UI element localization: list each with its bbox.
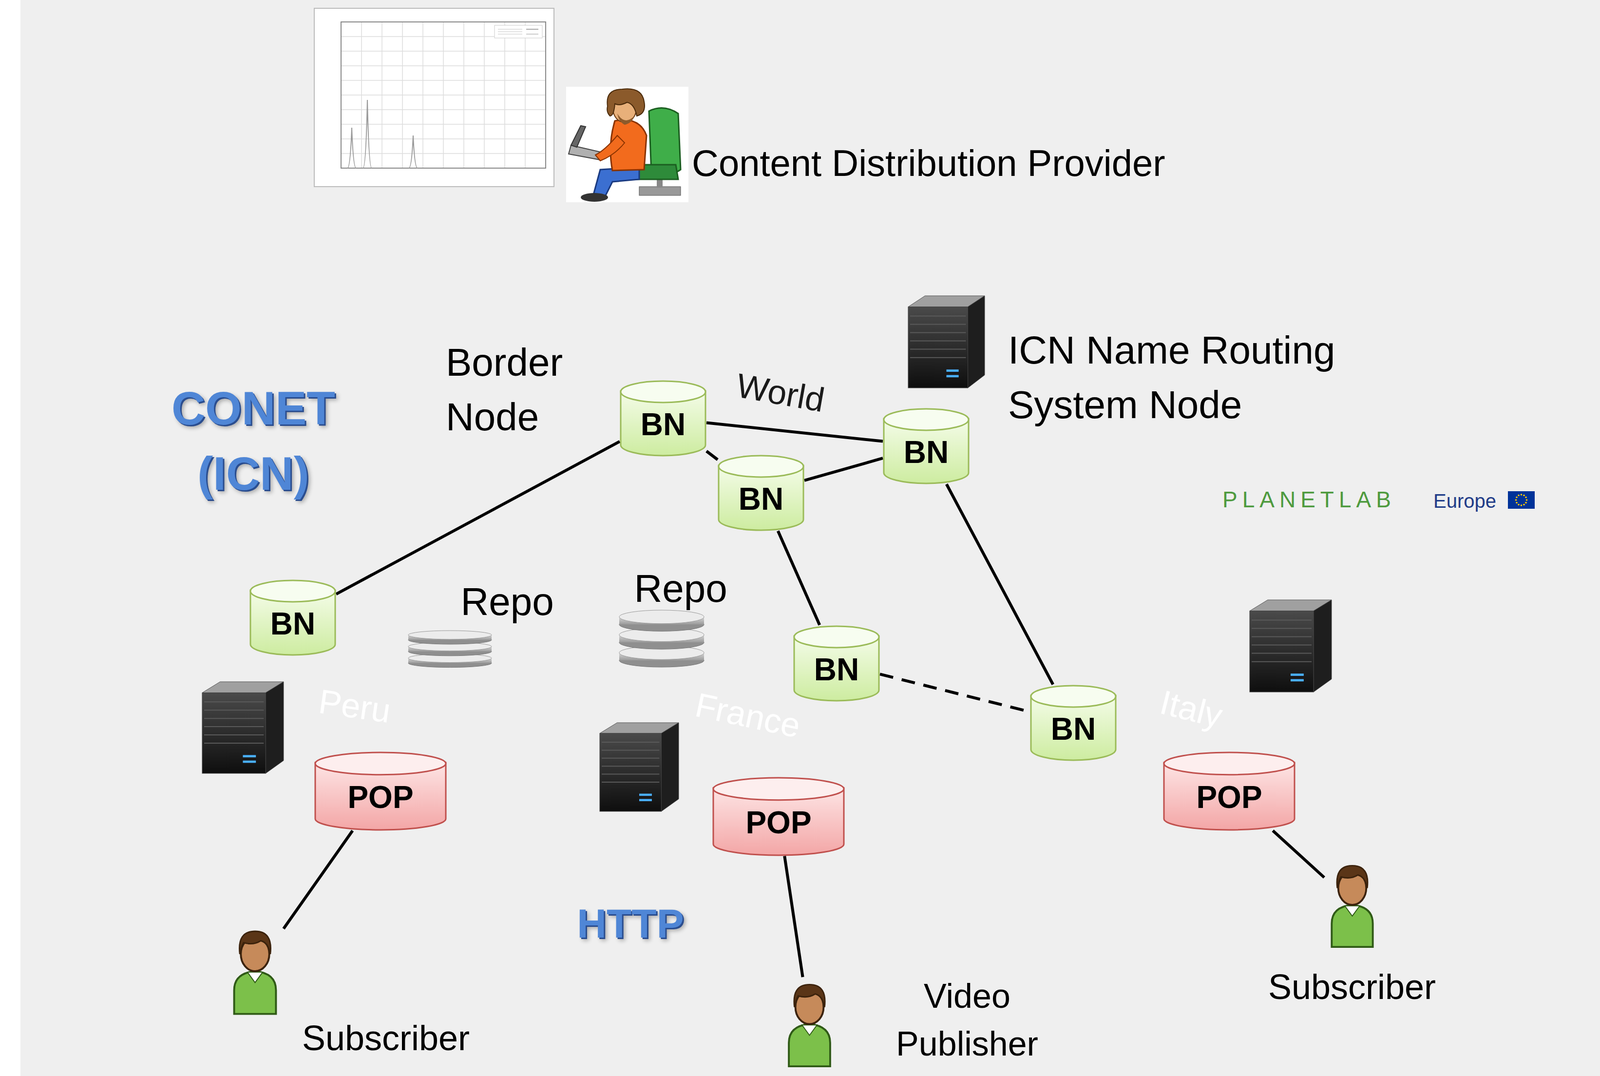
- pop-node: POP: [314, 751, 447, 831]
- user-label: Subscriber: [1268, 965, 1436, 1008]
- text-holder: POP: [745, 803, 812, 842]
- user-icon: Subscriber: [226, 923, 284, 1015]
- text-holder: BN: [1050, 709, 1096, 748]
- user-icon-shape: [1324, 857, 1381, 949]
- server-icon: [599, 722, 679, 812]
- region-name: Peru: [316, 680, 394, 732]
- user-icon-shape: [226, 923, 284, 1015]
- text-holder: ICN Name Routing System Node: [1008, 323, 1398, 433]
- text-holder: BN: [738, 479, 784, 518]
- text-holder: BN: [270, 604, 316, 643]
- node-label: BN: [738, 479, 784, 518]
- region-name: World: [733, 364, 828, 421]
- text-holder: Repo: [633, 565, 727, 612]
- repo-icon: [619, 609, 705, 667]
- region-name: Italy: [1156, 681, 1227, 737]
- server-icon: [202, 681, 284, 774]
- user-label: Video Publisher: [864, 971, 1070, 1068]
- text-holder: POP: [1196, 778, 1262, 817]
- text-holder: BN: [814, 650, 859, 688]
- text-holder: Peru: [316, 680, 394, 732]
- text-holder: PLANETLAB: [1222, 486, 1396, 514]
- text-holder: Video Publisher: [864, 971, 1070, 1068]
- user-icon: Video Publisher: [780, 976, 839, 1067]
- repo-label: Repo: [633, 565, 727, 612]
- link-line: [706, 451, 718, 460]
- link-line: [804, 457, 883, 481]
- node-label: POP: [1196, 778, 1262, 817]
- callout-label: ICN Name Routing System Node: [1008, 323, 1398, 433]
- node-label: BN: [1050, 709, 1096, 748]
- repo-label: Repo: [460, 578, 554, 626]
- text-holder: POP: [347, 778, 414, 817]
- text-holder: Subscriber: [302, 1016, 470, 1059]
- text-holder: Border Node: [445, 335, 607, 445]
- server-icon: [1249, 599, 1332, 692]
- region-title: HTTP: [576, 898, 684, 949]
- link-line: [784, 856, 803, 978]
- region-name: France: [691, 684, 805, 746]
- country-region: FranceBNPOP: [617, 637, 883, 781]
- text-holder: France: [691, 684, 805, 746]
- text-holder: Subscriber: [1268, 965, 1436, 1008]
- text-holder: Content Distribution Provider: [691, 140, 1166, 186]
- node-label: BN: [270, 604, 316, 643]
- border-node: BN: [1029, 684, 1117, 762]
- logo-text: PLANETLAB: [1222, 486, 1396, 514]
- border-node: BN: [717, 454, 805, 532]
- node-label: POP: [745, 803, 812, 842]
- text-holder: World: [733, 364, 828, 421]
- server-icon: [908, 295, 985, 388]
- country-region: PeruBNPOP: [234, 617, 480, 791]
- icn-network-region-shape: [18, 228, 1600, 814]
- link-line: [283, 830, 353, 929]
- border-node: BN: [619, 380, 707, 457]
- link-line: [879, 673, 1030, 712]
- border-node: BN: [882, 407, 970, 485]
- node-label: BN: [640, 405, 686, 443]
- node-label: POP: [347, 778, 414, 817]
- pop-node: POP: [1162, 751, 1296, 831]
- logo-text: Europe: [1433, 489, 1497, 513]
- world-region: WorldBNBNBN: [586, 311, 975, 495]
- country-region: ItalyBNPOP: [1078, 622, 1314, 806]
- text-holder: HTTP: [576, 898, 684, 949]
- text-holder: Italy: [1156, 681, 1227, 737]
- link-line: [946, 484, 1054, 685]
- link-line: [336, 441, 620, 594]
- chart-thumbnail: [314, 8, 554, 187]
- text-holder: BN: [903, 433, 949, 471]
- node-label: BN: [814, 650, 859, 688]
- text-holder: BN: [640, 405, 686, 443]
- link-line: [706, 422, 883, 441]
- callout-label: Border Node: [445, 335, 607, 445]
- text-holder: CONET (ICN): [151, 375, 356, 507]
- link-line: [778, 531, 820, 626]
- region-title: CONET (ICN): [151, 375, 356, 507]
- text-holder: Europe: [1433, 489, 1497, 513]
- http-region: HTTPSubscriberVideo PublisherSubscriber: [0, 828, 1600, 1076]
- pop-node: POP: [712, 776, 845, 857]
- repo-icon: [408, 630, 492, 668]
- icn-network-region: CONET (ICN)WorldBNBNBNPeruBNPOPFranceBNP…: [18, 228, 1600, 814]
- eu-flag: [1507, 491, 1535, 509]
- link-line: [1272, 830, 1325, 878]
- provider-illustration: [566, 86, 689, 203]
- role-label: Content Distribution Provider: [691, 140, 1166, 186]
- border-node: BN: [249, 579, 337, 656]
- user-icon-shape: [780, 976, 839, 1067]
- text-holder: Repo: [460, 578, 554, 626]
- user-label: Subscriber: [302, 1016, 470, 1059]
- node-label: BN: [903, 433, 949, 471]
- border-node: BN: [793, 625, 880, 702]
- user-icon: Subscriber: [1324, 857, 1381, 949]
